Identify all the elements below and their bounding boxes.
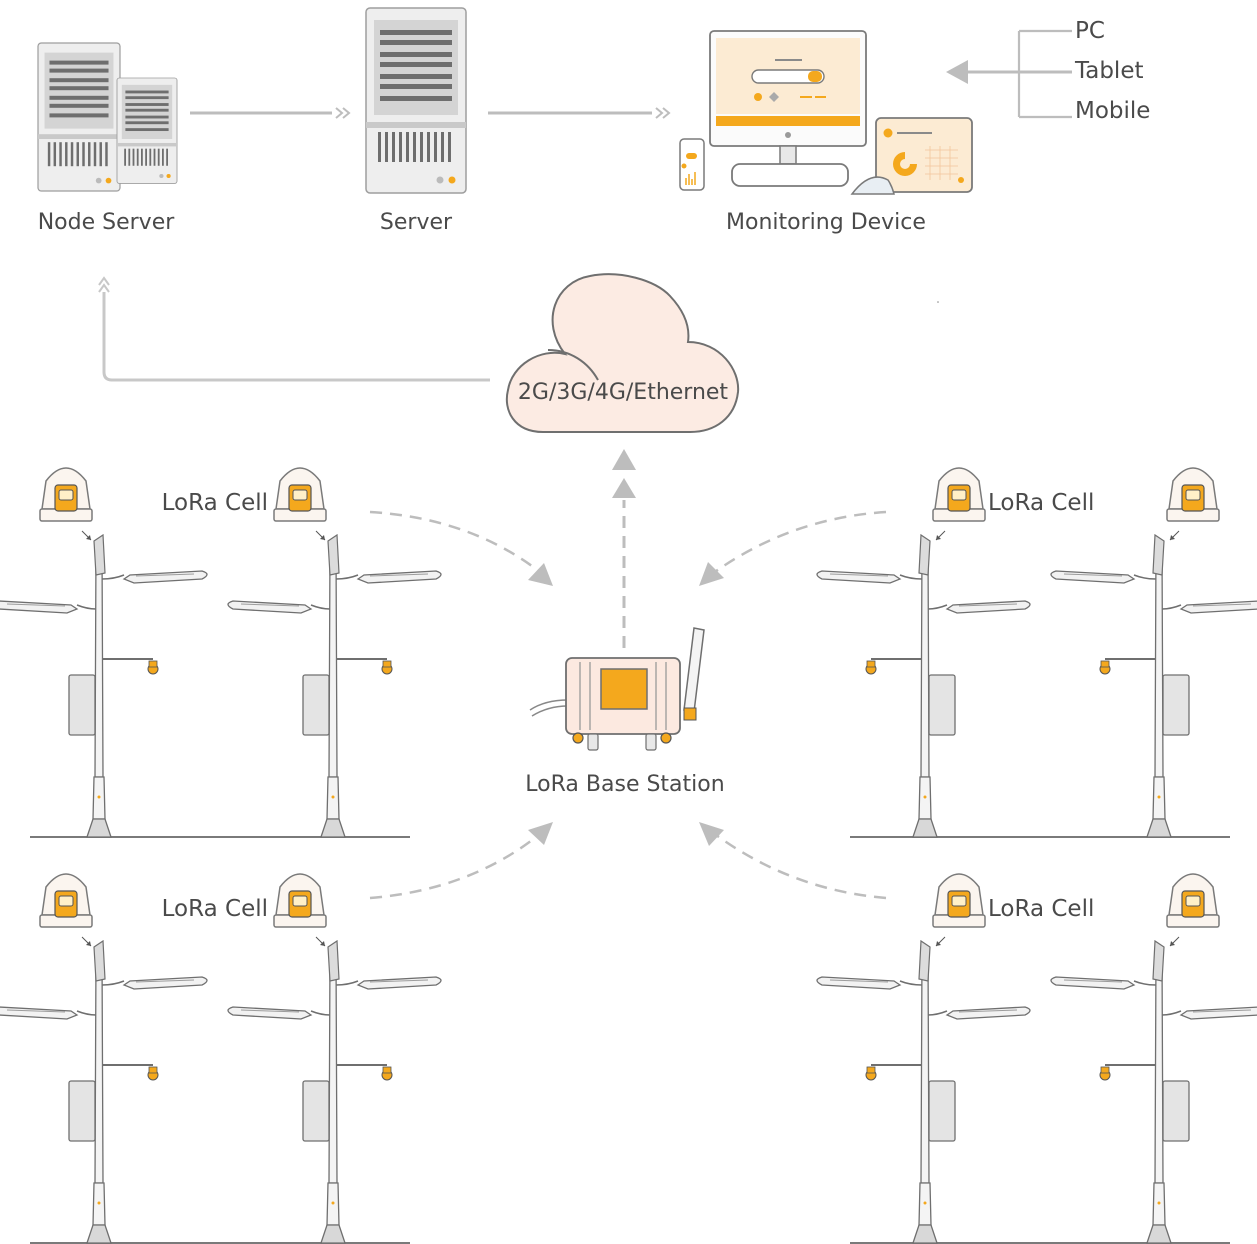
pole-group-top-left [0, 467, 441, 838]
base-station-label: LoRa Base Station [525, 772, 724, 797]
server-label: Server [380, 210, 453, 235]
pole-group-top-right [817, 467, 1257, 838]
flow-arrow-node-to-server [190, 107, 351, 119]
lora-links [369, 510, 887, 900]
lora-cell-label-bottom-right: LoRa Cell [988, 896, 1094, 922]
node-server-label: Node Server [38, 210, 176, 235]
device-type-pc: PC [1075, 18, 1105, 44]
server-icon [365, 7, 467, 194]
return-line-cloud-to-node [98, 276, 490, 382]
device-types-bracket [946, 29, 1072, 119]
device-type-mobile: Mobile [1075, 98, 1150, 124]
pole-group-bottom-left [0, 873, 441, 1244]
lora-cell-label-bottom-left: LoRa Cell [162, 896, 268, 922]
pole-group-bottom-right [817, 873, 1257, 1244]
network-label: 2G/3G/4G/Ethernet [518, 380, 729, 405]
lora-link-arrowheads [528, 562, 724, 846]
gateway-icon [529, 627, 705, 751]
node-server-icon [37, 42, 178, 192]
device-type-tablet: Tablet [1074, 58, 1144, 84]
flow-arrow-server-to-monitoring [488, 107, 671, 119]
lora-cell-label-top-right: LoRa Cell [988, 490, 1094, 516]
lora-cell-label-top-left: LoRa Cell [162, 490, 268, 516]
uplink-arrow [612, 449, 636, 648]
cloud-icon [505, 273, 740, 433]
monitoring-device-icon [679, 30, 973, 195]
monitoring-device-label: Monitoring Device [726, 210, 926, 235]
